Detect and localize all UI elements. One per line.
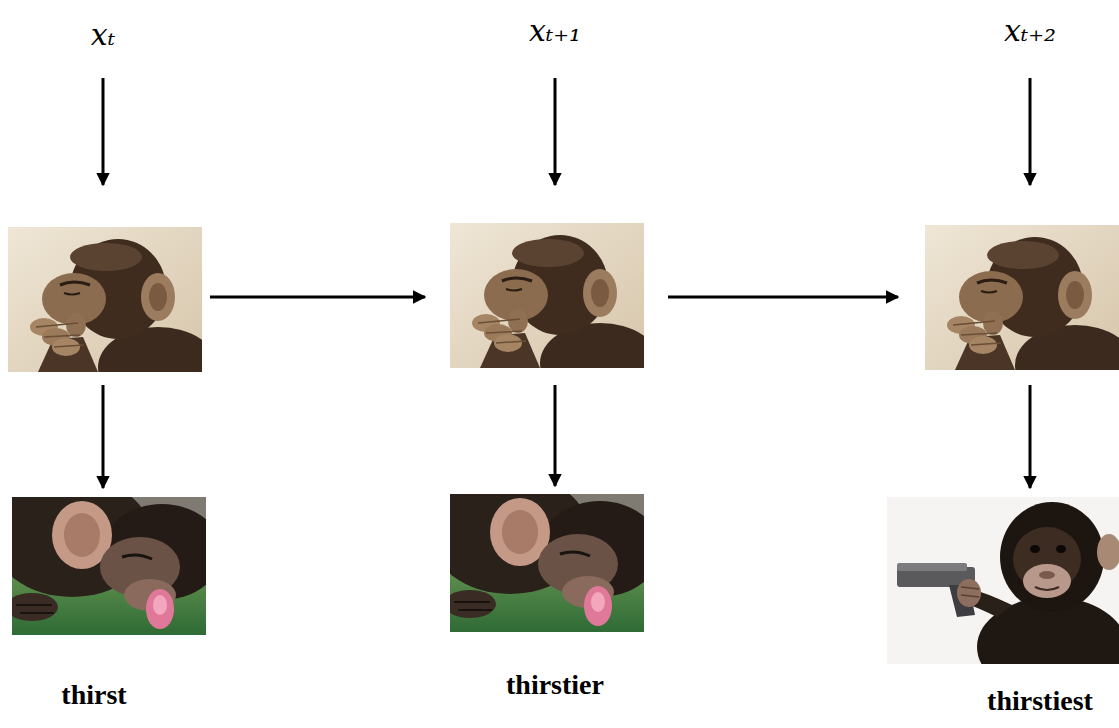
output-image xyxy=(430,474,660,632)
output-image xyxy=(887,497,1119,697)
input-label: xₜ₊₂ xyxy=(1004,14,1056,47)
output-word: thirst xyxy=(61,680,126,711)
hidden-state-image xyxy=(925,225,1119,405)
input-label: xₜ₊₁ xyxy=(529,14,581,47)
output-image xyxy=(0,477,222,635)
input-arrow xyxy=(102,78,105,185)
input-arrow xyxy=(554,78,557,185)
input-label: xₜ xyxy=(91,18,115,51)
recurrent-arrow xyxy=(210,296,425,299)
hidden-state-image xyxy=(450,223,660,403)
output-arrow xyxy=(102,385,105,488)
hidden-state-image xyxy=(8,227,218,407)
recurrent-arrow xyxy=(668,296,898,299)
output-word: thirstiest xyxy=(987,686,1093,717)
input-arrow xyxy=(1029,78,1032,185)
output-word: thirstier xyxy=(506,670,604,701)
output-arrow xyxy=(554,385,557,486)
output-arrow xyxy=(1029,385,1032,488)
